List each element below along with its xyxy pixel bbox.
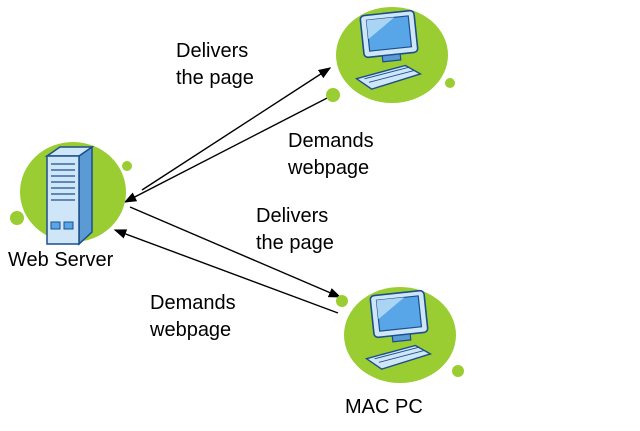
label-demand-bottom: Demands webpage	[150, 290, 236, 344]
desktop-computer	[354, 9, 423, 90]
label-deliver-bottom: Delivers the page	[256, 203, 334, 257]
computer-icon	[336, 287, 464, 383]
label-line: Demands	[288, 130, 374, 152]
label-line: webpage	[150, 319, 232, 341]
label-demand-top: Demands webpage	[288, 128, 374, 182]
mac-pc-label: MAC PC	[345, 396, 423, 418]
web-server-node	[5, 132, 140, 257]
server-tower	[44, 145, 95, 246]
top-pc-node	[320, 3, 460, 113]
label-line: Demands	[150, 292, 236, 314]
computer-icon	[326, 7, 455, 103]
label-deliver-top: Delivers the page	[176, 38, 254, 92]
label-line: Delivers	[256, 205, 329, 227]
server-icon	[10, 142, 132, 246]
label-line: the page	[176, 67, 254, 89]
label-line: the page	[256, 232, 334, 254]
web-server-label: Web Server	[8, 249, 114, 271]
mac-pc-node	[330, 283, 470, 393]
desktop-computer	[364, 289, 433, 370]
label-line: Delivers	[176, 40, 249, 62]
label-line: webpage	[288, 157, 370, 179]
